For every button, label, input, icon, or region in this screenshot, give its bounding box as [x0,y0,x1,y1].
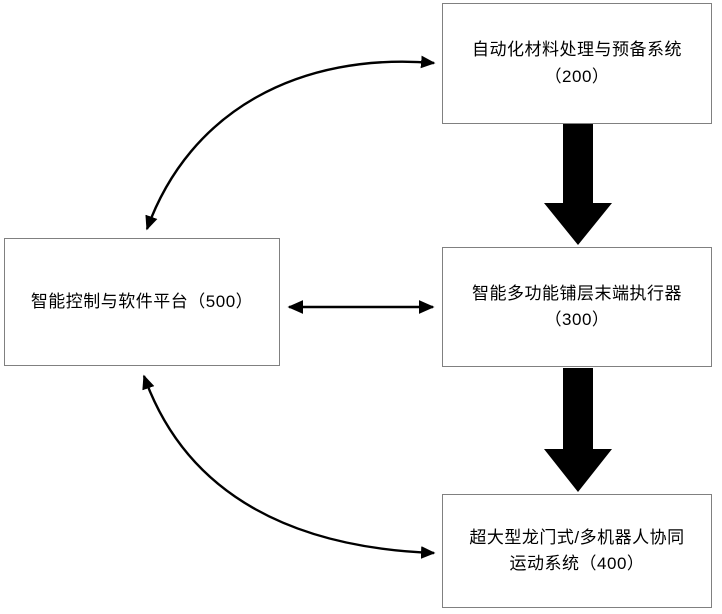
node-intelligent-control-software-platform[interactable]: 智能控制与软件平台（500） [4,238,280,366]
node-200-label: 自动化材料处理与预备系统 （200） [472,40,682,86]
curve-500-to-400 [142,374,436,559]
curve-500-to-200 [145,55,436,231]
node-gantry-multirobot-motion-system[interactable]: 超大型龙门式/多机器人协同 运动系统（400） [442,494,712,608]
node-500-label: 智能控制与软件平台（500） [30,291,254,311]
node-400-label: 超大型龙门式/多机器人协同 运动系统（400） [469,527,685,573]
node-intelligent-multifunction-layup-end-effector[interactable]: 智能多功能铺层末端执行器 （300） [442,247,712,367]
block-arrow-200-to-300 [544,124,612,245]
node-automated-material-handling-system[interactable]: 自动化材料处理与预备系统 （200） [442,3,712,124]
block-arrow-300-to-400 [544,368,612,492]
node-300-label: 智能多功能铺层末端执行器 （300） [472,283,682,329]
